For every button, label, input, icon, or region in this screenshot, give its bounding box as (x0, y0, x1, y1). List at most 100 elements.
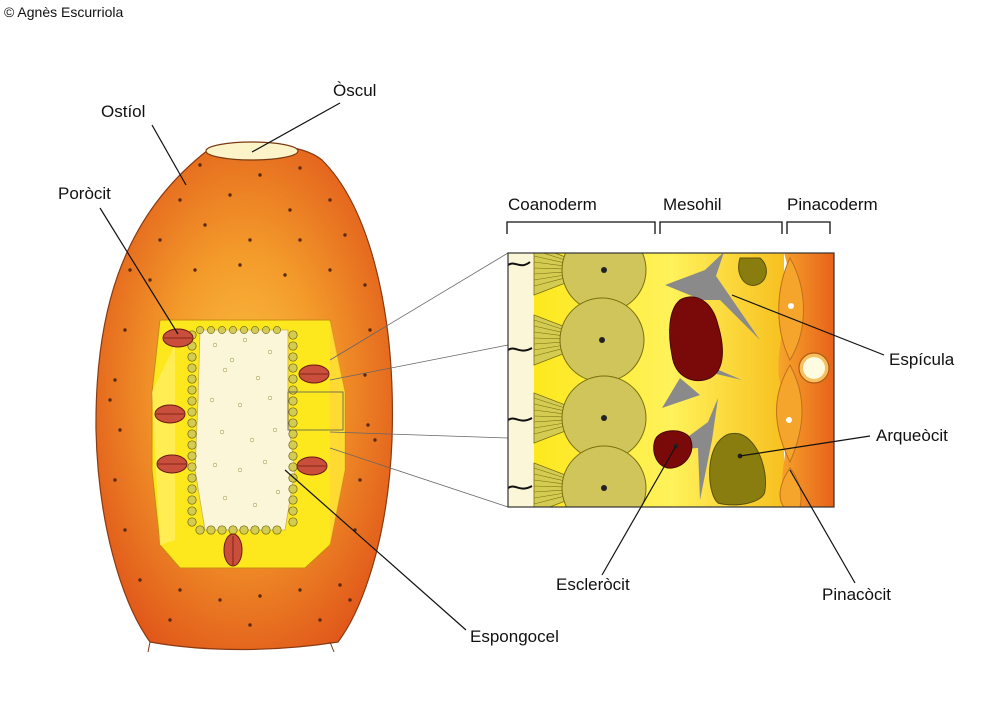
ostium-dot (123, 328, 127, 332)
porocyte (162, 328, 194, 348)
ostium-dot (283, 273, 287, 277)
choanocyte (187, 506, 197, 516)
archaeocyte-cell (738, 257, 767, 286)
osculum-label: Òscul (333, 81, 376, 100)
archaeocyte-cell (709, 432, 767, 506)
ostium-dot (128, 268, 132, 272)
choanocyte (261, 525, 271, 535)
sclerocyte-cell (669, 296, 723, 382)
spongocoel-label: Espongocel (470, 627, 559, 646)
porocyte (223, 533, 243, 567)
choanocyte (187, 440, 197, 450)
choanocyte (288, 451, 298, 461)
ostium-dot (178, 198, 182, 202)
ostium-dot (368, 328, 372, 332)
ostium-dot (373, 438, 377, 442)
ostium-dot (168, 618, 172, 622)
choanocyte-lining (187, 326, 298, 535)
choanocyte (239, 525, 249, 535)
choanocyte (250, 525, 260, 535)
ostium-dot (228, 193, 232, 197)
choanocyte (187, 385, 197, 395)
choanocyte (288, 330, 298, 340)
choanocyte-cell (533, 375, 647, 461)
choanocyte (273, 326, 281, 334)
ostium-dot (248, 238, 252, 242)
ostium-dot (113, 378, 117, 382)
choanocyte (187, 462, 197, 472)
choanocyte (288, 363, 298, 373)
choanocyte (228, 525, 238, 535)
choanocyte (196, 326, 204, 334)
choanocyte (187, 484, 197, 494)
spicule (665, 253, 760, 340)
ostium-dot (158, 238, 162, 242)
choanocyte (288, 374, 298, 384)
ostium-dot (328, 268, 332, 272)
choanocyte (288, 462, 298, 472)
choanocyte (195, 525, 205, 535)
choanocyte (207, 326, 215, 334)
choanocyte (187, 473, 197, 483)
ostium-dot (218, 598, 222, 602)
porocyte-label: Poròcit (58, 184, 111, 203)
choanocyte (187, 451, 197, 461)
layer-braces (506, 221, 831, 234)
spongocoel (194, 329, 296, 531)
choanocyte (206, 525, 216, 535)
copyright-text: © Agnès Escurriola (4, 4, 123, 20)
ostium-dot (363, 373, 367, 377)
ostium-dot (203, 223, 207, 227)
porocyte (298, 364, 330, 384)
choanocyte (187, 407, 197, 417)
choanocyte (288, 495, 298, 505)
ostium-dot (358, 478, 362, 482)
porocytes (154, 328, 330, 567)
choanocyte (288, 429, 298, 439)
ostium-dot (238, 263, 242, 267)
ostium-dot (258, 173, 262, 177)
choanocyte (187, 352, 197, 362)
choanocyte (187, 418, 197, 428)
choanocyte (262, 326, 270, 334)
ostium-dot (363, 283, 367, 287)
choanocyte (288, 418, 298, 428)
ostium-dot (318, 618, 322, 622)
ostia-dots (108, 163, 377, 627)
choanocyte (251, 326, 259, 334)
ostium-dot (343, 233, 347, 237)
ostium-dot (198, 163, 202, 167)
pinacocyte-cell (776, 363, 803, 464)
choanocyte (288, 385, 298, 395)
spongocoel-particles (209, 337, 281, 508)
archaeocyte-label: Arqueòcit (876, 426, 948, 445)
tissue-detail-panel (507, 252, 835, 508)
choanocyte (288, 440, 298, 450)
ostium-dot (248, 623, 252, 627)
porocyte (296, 456, 328, 476)
choanocyte (187, 429, 197, 439)
ostium-dot (178, 588, 182, 592)
ostium-dot (328, 198, 332, 202)
porocyte (154, 404, 186, 424)
ostium-dot (298, 238, 302, 242)
choanocyte (187, 363, 197, 373)
choanocyte (187, 396, 197, 406)
ostium-dot (138, 578, 142, 582)
ostium-dot (108, 398, 112, 402)
choanocyte-cell (533, 297, 645, 383)
choanocyte (288, 506, 298, 516)
pinacocyte-label: Pinacòcit (822, 585, 891, 604)
choanocyte (218, 326, 226, 334)
ostium-dot (298, 588, 302, 592)
ostium-dot (258, 594, 262, 598)
choanocyte (288, 484, 298, 494)
choanocyte (288, 341, 298, 351)
ostium-label: Ostíol (101, 102, 145, 121)
sclerocyte-cell (653, 430, 693, 469)
pinacocyte-cell (778, 256, 804, 362)
mesohyl-label: Mesohil (663, 195, 722, 214)
choanocyte (288, 396, 298, 406)
sclerocyte-label: Escleròcit (556, 575, 630, 594)
